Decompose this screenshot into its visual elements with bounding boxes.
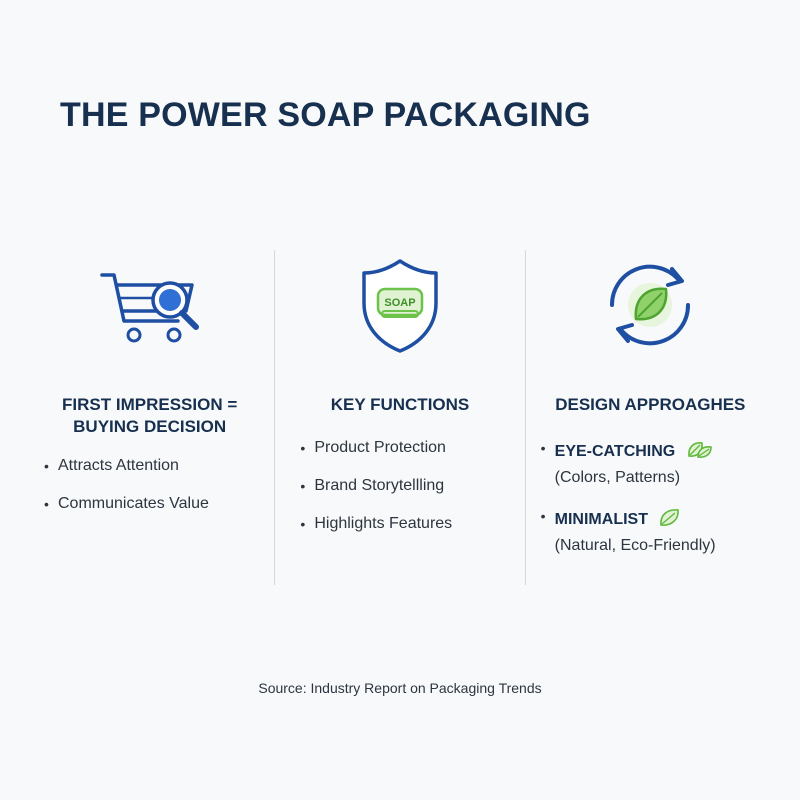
column-heading: FIRST IMPRESSION = BUYING DECISION [62,394,237,438]
column-divider [524,250,526,585]
list-item: Attracts Attention [44,456,293,476]
shield-soap-icon: SOAP [340,250,460,360]
heading-line-1: KEY FUNCTIONS [330,395,470,414]
approach-list: EYE-CATCHING (Colors, Patterns) MINIMALI… [511,438,790,574]
list-item: Communicates Value [44,494,293,514]
column-key-functions: SOAP KEY FUNCTIONS Product Protection Br… [275,250,524,585]
column-design-approaches: DESIGN APPROAGHES EYE-CATCHING (Colors, … [526,250,775,585]
list-item: Highlights Features [300,514,549,534]
column-first-impression: FIRST IMPRESSION = BUYING DECISION Attra… [25,250,274,585]
heading-line-2: BUYING DECISION [73,417,227,436]
column-heading: DESIGN APPROAGHES [555,394,745,438]
approach-item: MINIMALIST (Natural, Eco-Friendly) [541,506,790,556]
recycle-leaf-icon [590,250,710,360]
list-item: Product Protection [300,438,549,458]
item-list: Attracts Attention Communicates Value [6,456,293,532]
approach-subtitle: (Colors, Patterns) [554,469,681,486]
source-note: Source: Industry Report on Packaging Tre… [258,680,542,696]
approach-title: MINIMALIST [554,511,648,529]
heading-line-1: DESIGN APPROAGHES [555,395,746,414]
list-item: Brand Storytellling [300,476,549,496]
shopping-cart-magnifier-icon [90,250,210,360]
approach-title: EYE-CATCHING [554,443,676,461]
approach-subtitle: (Natural, Eco-Friendly) [554,537,716,554]
page-title: THE POWER SOAP PACKAGING [60,96,591,134]
soap-label: SOAP [384,297,415,309]
approach-item: EYE-CATCHING (Colors, Patterns) [541,438,790,488]
double-leaf-icon [686,438,714,466]
columns-container: FIRST IMPRESSION = BUYING DECISION Attra… [25,250,775,585]
leaf-icon [658,506,682,534]
column-heading: KEY FUNCTIONS [331,394,470,438]
column-divider [274,250,276,585]
heading-line-1: FIRST IMPRESSION = [62,395,238,414]
item-list: Product Protection Brand Storytellling H… [250,438,549,552]
